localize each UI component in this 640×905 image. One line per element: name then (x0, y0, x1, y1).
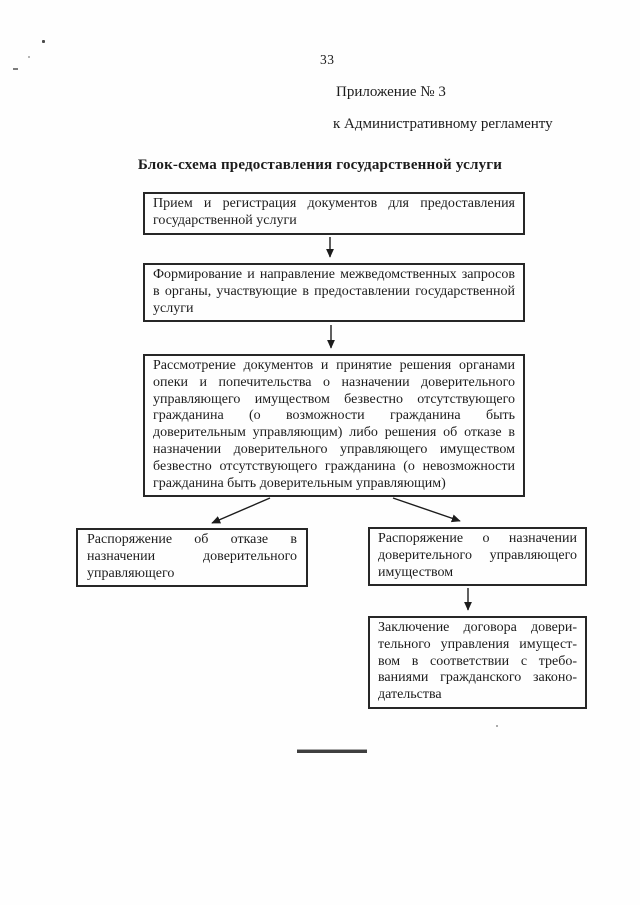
arrow-review-to-appointment (392, 497, 461, 523)
flowchart-title: Блок-схема предоставления государственно… (137, 157, 503, 173)
scan-speck (13, 68, 18, 70)
appendix-line-1: Приложение № 3 (336, 84, 446, 100)
appendix-line-2: к Административному регламенту (333, 116, 553, 132)
flow-box-refusal-order: Распоряжение об отказе в назначении дове… (76, 528, 308, 588)
flow-box-contract-conclusion: Заключение договора довери-тельного упра… (368, 616, 587, 709)
arrow-review-to-refusal (211, 497, 271, 524)
scan-speck (28, 56, 30, 58)
flow-box-interagency-requests: Формирование и направление межведомствен… (143, 263, 525, 323)
flow-box-appointment-order: Распоряжение о назначении доверительного… (368, 527, 587, 587)
flow-box-reception: Прием и регистрация документов для предо… (143, 192, 525, 235)
page-number: 33 (320, 52, 335, 67)
flow-box-review-decision: Рассмотрение документов и принятие решен… (143, 354, 525, 498)
footer-rule (297, 750, 367, 753)
scan-speck (42, 40, 45, 43)
scan-speck (496, 725, 498, 727)
